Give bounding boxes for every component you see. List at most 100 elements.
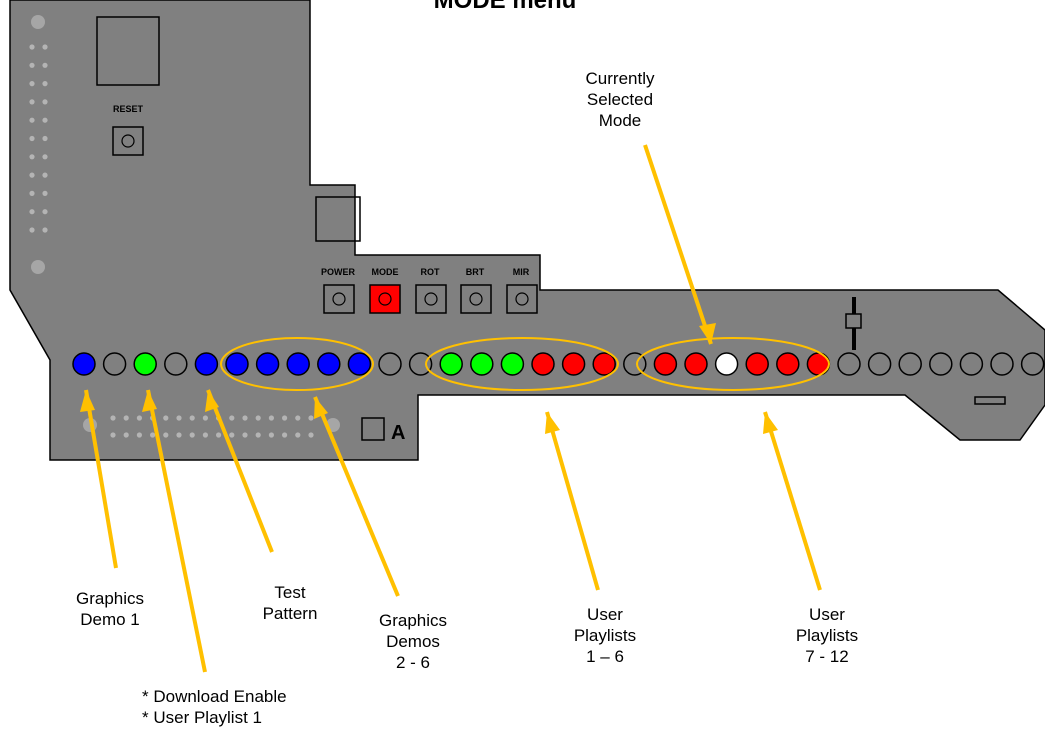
label-line: User	[587, 605, 623, 624]
led-green	[439, 352, 463, 376]
header-pin	[308, 432, 314, 438]
header-pin	[29, 190, 35, 196]
label-line: Graphics	[75, 589, 145, 608]
label-line: Demos	[386, 632, 440, 651]
label-user-playlists-7-12: User Playlists 7 - 12	[782, 604, 872, 667]
led-off	[378, 352, 402, 376]
header-pin	[42, 227, 48, 233]
led-off	[959, 352, 984, 376]
arrow-demo1	[84, 389, 118, 569]
header-pin	[308, 415, 314, 421]
header-pin	[29, 62, 35, 68]
header-pin	[42, 44, 48, 50]
arrow-playlists-1-6	[545, 411, 600, 591]
led-off	[929, 352, 953, 376]
led-red	[745, 352, 769, 376]
group-ellipse-demos	[220, 337, 374, 391]
header-pin	[295, 432, 301, 438]
header-pin	[42, 154, 48, 160]
arrowhead	[142, 390, 157, 412]
label-line: Currently	[585, 69, 655, 88]
arrow-demos	[313, 396, 400, 597]
header-pin	[268, 415, 274, 421]
header-pin	[189, 432, 195, 438]
header-pin	[42, 190, 48, 196]
label-line: 1 – 6	[586, 647, 624, 666]
led-blue	[255, 352, 280, 376]
group-ellipse-playlists-1-6	[425, 337, 619, 391]
arrowhead	[205, 390, 219, 412]
header-pins-left	[29, 44, 48, 233]
led-green	[500, 352, 525, 376]
header-pin	[150, 432, 156, 438]
reset-button: RESET	[112, 104, 144, 156]
led-blue	[72, 352, 96, 376]
rot-button: ROT	[415, 267, 447, 314]
header-pin	[29, 44, 35, 50]
led-red	[776, 352, 800, 376]
led-red	[653, 352, 678, 376]
reset-button-label: RESET	[113, 104, 144, 114]
arrowhead	[80, 390, 95, 412]
header-pin	[242, 415, 248, 421]
header-pin	[29, 154, 35, 160]
label-line: User	[809, 605, 845, 624]
header-pin	[202, 415, 208, 421]
diagram-title: MODE menu	[433, 0, 577, 14]
header-pin	[123, 415, 129, 421]
header-pin	[110, 432, 116, 438]
led-off	[102, 352, 127, 376]
led-off	[1020, 352, 1045, 376]
header-pin	[42, 209, 48, 215]
header-pin	[255, 415, 261, 421]
label-test-pattern: Test Pattern	[245, 582, 335, 624]
arrow-test-pattern	[206, 389, 274, 553]
led-red	[531, 352, 555, 376]
header-pin	[176, 415, 182, 421]
chip-square	[315, 196, 361, 242]
label-user-playlists-1-6: User Playlists 1 – 6	[560, 604, 650, 667]
header-pin	[123, 432, 129, 438]
label-graphics-demos: Graphics Demos 2 - 6	[363, 610, 463, 673]
led-white	[714, 352, 739, 376]
mir-button-label: MIR	[513, 267, 530, 277]
header-pin	[282, 432, 288, 438]
circuit-board	[9, 0, 1045, 461]
led-red	[592, 352, 616, 376]
header-pin	[163, 432, 169, 438]
led-red	[561, 352, 586, 376]
header-pin	[229, 415, 235, 421]
arrow-download	[146, 389, 207, 673]
header-pin	[42, 81, 48, 87]
label-line: 7 - 12	[805, 647, 849, 666]
arrow-playlists-7-12	[763, 411, 822, 591]
led-blue	[347, 352, 372, 376]
header-pin	[42, 99, 48, 105]
rot-button-label: ROT	[421, 267, 441, 277]
header-pin	[163, 415, 169, 421]
led-green	[133, 352, 157, 376]
header-pin	[29, 117, 35, 123]
led-blue	[317, 352, 341, 376]
led-off	[408, 352, 433, 376]
arrowhead	[699, 323, 716, 344]
header-pin	[176, 432, 182, 438]
header-pin	[242, 432, 248, 438]
label-currently-selected-mode: Currently Selected Mode	[575, 68, 665, 131]
led-blue	[286, 352, 310, 376]
header-pin	[110, 415, 116, 421]
header-pin	[29, 172, 35, 178]
brt-button: BRT	[460, 267, 492, 314]
header-pin	[189, 415, 195, 421]
label-line: Playlists	[795, 626, 859, 645]
header-pin	[268, 432, 274, 438]
header-pin	[29, 227, 35, 233]
header-pin	[202, 432, 208, 438]
header-pin	[282, 415, 288, 421]
label-line: 2 - 6	[395, 653, 431, 672]
chip-square	[96, 16, 160, 86]
header-pin	[42, 117, 48, 123]
power-button-label: POWER	[321, 267, 356, 277]
